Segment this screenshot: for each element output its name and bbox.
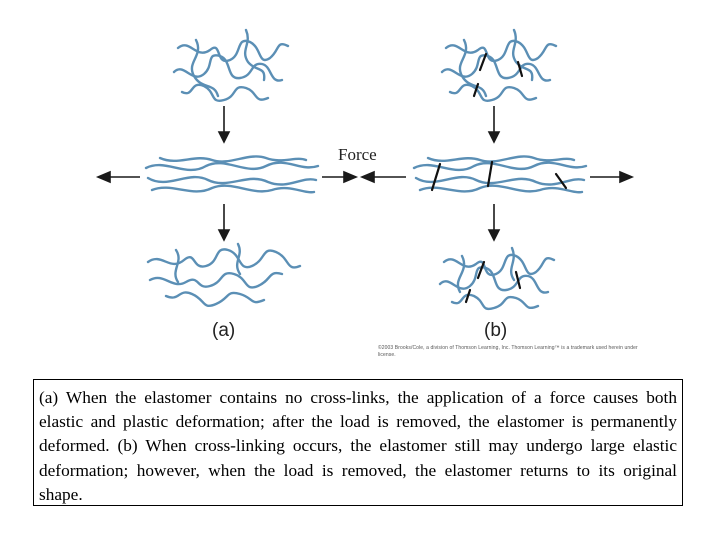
crosslinks: [430, 52, 568, 304]
panel-b-initial-chains: [440, 28, 558, 102]
caption-text: (a) When the elastomer contains no cross…: [39, 388, 677, 504]
panel-b-label: (b): [484, 320, 508, 341]
crosslink: [514, 270, 522, 290]
panel-a-stretched-chains: [144, 155, 320, 194]
arrow-down-a-top: [217, 106, 231, 144]
panel-b-stretched-chains: [412, 155, 588, 194]
crosslink: [478, 52, 488, 72]
crosslink: [516, 60, 524, 78]
crosslink: [554, 172, 568, 190]
caption-box: (a) When the elastomer contains no cross…: [33, 379, 683, 506]
force-label: Force: [338, 145, 377, 164]
force-arrow-right-b: [590, 170, 635, 184]
crosslink: [486, 160, 494, 188]
force-arrow-left-a: [95, 170, 140, 184]
panel-a-label: (a): [212, 320, 236, 341]
arrow-down-b-top: [487, 106, 501, 144]
arrow-down-b-bottom: [487, 204, 501, 242]
copyright-notice: ©2003 Brooks/Cole, a division of Thomson…: [378, 345, 638, 358]
force-arrow-left-b: [359, 170, 406, 184]
panel-b-final-chains: [438, 246, 556, 311]
arrow-down-a-bottom: [217, 204, 231, 242]
force-arrow-right-a: [322, 170, 359, 184]
crosslink: [430, 162, 442, 192]
crosslink: [472, 82, 480, 98]
panel-a-initial-chains: [172, 28, 290, 102]
crosslink: [476, 260, 486, 280]
crosslink: [464, 288, 472, 304]
elastomer-deformation-figure: [95, 28, 635, 311]
panel-a-final-chains: [146, 242, 302, 308]
